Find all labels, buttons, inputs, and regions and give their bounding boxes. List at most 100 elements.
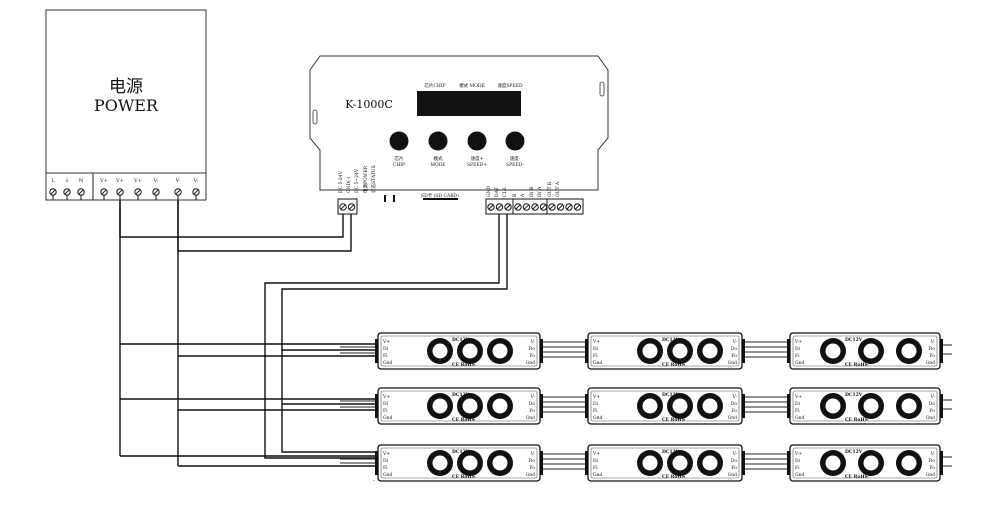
output-label: OUT B — [547, 181, 553, 197]
led-lens — [641, 342, 659, 360]
pin-label-out: V- — [530, 394, 536, 400]
wire-controller-dat-out — [264, 214, 500, 459]
pin-label-out: V- — [530, 451, 536, 457]
pin-label-out: Fo — [929, 465, 935, 471]
pin-label-in: Fi — [593, 353, 598, 359]
controller-display — [417, 91, 521, 116]
speed-down-button[interactable] — [505, 131, 525, 151]
pin-label-out: Gnd — [926, 360, 935, 366]
terminal-screw — [565, 203, 573, 211]
led-lens — [862, 397, 880, 415]
pin-label-in: Fi — [593, 465, 598, 471]
power-supply-terminal-strip — [45, 172, 207, 201]
pin-label-out: Do — [731, 401, 738, 407]
terminal-screw — [339, 203, 347, 211]
led-lens — [862, 454, 880, 472]
pin-label-in: Gnd — [383, 472, 392, 478]
led-lens — [431, 342, 449, 360]
display-label-speed: 速度SPEED — [497, 82, 523, 89]
power-input-label-1: DC 5-24V — [338, 170, 344, 193]
pin-label-out: Fo — [529, 353, 535, 359]
psu-terminal-screw — [49, 188, 57, 196]
wire-psu-vminus-to-controller — [177, 200, 352, 252]
module-voltage-label: DC12V — [452, 337, 470, 343]
pin-label-in: V+ — [592, 339, 600, 345]
psu-terminal-screw — [63, 188, 71, 196]
expansion-terminal — [546, 198, 584, 215]
pin-label-out: Do — [529, 458, 536, 464]
led-lens — [461, 454, 479, 472]
psu-terminal-screw — [174, 188, 182, 196]
led-lens — [491, 454, 509, 472]
module-voltage-label: DC12V — [662, 337, 680, 343]
terminal-screw — [347, 203, 356, 211]
mode-button[interactable] — [428, 131, 448, 151]
pin-label-in: V+ — [382, 339, 390, 345]
module-voltage-label: DC12V — [452, 392, 470, 398]
power-input-label-2: GND(-) — [345, 177, 352, 193]
led-lens — [461, 342, 479, 360]
sd-card-slot[interactable] — [423, 198, 458, 200]
pin-label-in: Fi — [795, 353, 800, 359]
controller-model: K-1000C — [345, 98, 393, 111]
module-cert-label: CE RoHS — [662, 417, 685, 423]
pin-label-in: Gnd — [593, 472, 602, 478]
pin-label-in: Fi — [795, 408, 800, 414]
speed-up-label-cn: 速度+ — [471, 155, 484, 162]
pin-label-out: Gnd — [728, 415, 737, 421]
pin-label-in: Fi — [383, 408, 388, 414]
psu-terminal-screw — [100, 188, 108, 196]
wire-psu-vplus-to-controller — [119, 200, 344, 238]
module-cert-label: CE RoHS — [452, 362, 475, 368]
wiring — [119, 200, 952, 470]
module-cert-label: CE RoHS — [845, 417, 868, 423]
speed-down-label-en: SPEED- — [506, 162, 524, 168]
pin-label-out: V- — [530, 339, 536, 345]
speed-up-button[interactable] — [467, 131, 487, 151]
output-label: OUT A — [555, 181, 561, 197]
pin-label-in: Gnd — [593, 415, 602, 421]
chip-button[interactable] — [389, 131, 409, 151]
pin-label-in: Fi — [795, 465, 800, 471]
pin-label-out: Fo — [731, 408, 737, 414]
module-voltage-label: DC12V — [452, 449, 470, 455]
module-cert-label: CE RoHS — [662, 362, 685, 368]
psu-terminal-label: ⏚ — [64, 177, 69, 184]
terminal-screw — [504, 203, 512, 211]
mode-button-label-cn: 模式 — [434, 155, 443, 162]
pin-label-in: Gnd — [795, 415, 804, 421]
module-voltage-label: DC12V — [845, 337, 863, 343]
led-lens — [461, 397, 479, 415]
status-label-power: 电源POWER — [362, 165, 369, 193]
led-lens — [491, 397, 509, 415]
psu-terminal-label: N — [79, 178, 84, 184]
pin-label-out: Do — [731, 458, 738, 464]
wire-controller-clk-out — [281, 214, 508, 351]
led-lens — [641, 454, 659, 472]
psu-terminal-screw — [77, 188, 85, 196]
power-input-terminal — [337, 198, 358, 215]
power-input-label-3: DC 5~24V — [354, 168, 360, 193]
pin-label-in: V+ — [382, 394, 390, 400]
pin-label-out: V- — [930, 394, 936, 400]
pin-label-out: Gnd — [526, 360, 535, 366]
display-label-mode: 模式 MODE — [459, 82, 485, 89]
mount-slot-left — [312, 109, 318, 125]
led-lens — [641, 397, 659, 415]
terminal-screw — [556, 203, 565, 211]
module-cert-label: CE RoHS — [662, 474, 685, 480]
led-lens — [671, 454, 689, 472]
led-lens — [671, 397, 689, 415]
pin-label-out: Do — [529, 346, 536, 352]
pin-label-out: Fo — [529, 465, 535, 471]
speed-down-label-cn: 速度- — [510, 155, 521, 162]
led-lens — [701, 342, 719, 360]
led-lens — [900, 342, 918, 360]
